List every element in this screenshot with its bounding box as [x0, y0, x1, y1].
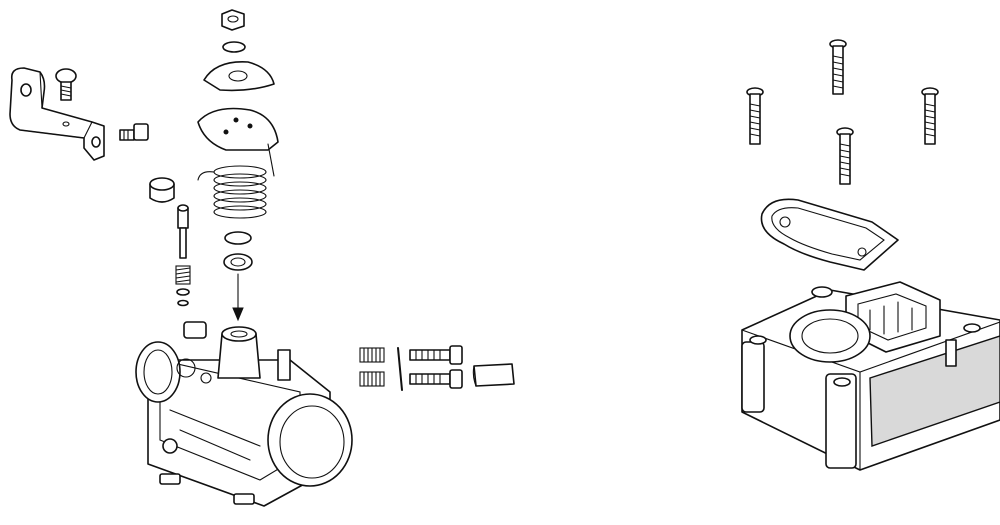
assembly-arrow	[232, 273, 244, 322]
screw-top-center	[829, 39, 847, 95]
cover-gasket	[760, 198, 899, 271]
bracket-screw	[55, 68, 77, 101]
lock-washer	[222, 41, 246, 53]
adjust-screws	[409, 345, 463, 389]
throttle-cam	[203, 61, 275, 92]
small-washer-2	[177, 299, 189, 307]
screw-right	[921, 87, 939, 145]
spacer-washer	[224, 231, 252, 245]
screw-left	[746, 87, 764, 145]
long-screws	[746, 39, 939, 185]
plunger-pin	[177, 204, 189, 259]
shaft-seal	[223, 253, 253, 271]
hex-screw	[119, 123, 149, 141]
mounting-bracket	[9, 67, 105, 161]
small-spring	[175, 265, 191, 285]
filter-plug	[472, 363, 515, 387]
return-spring	[197, 165, 267, 219]
top-nut	[221, 9, 245, 31]
small-washer	[176, 288, 190, 296]
throttle-body-exploded-view	[9, 9, 515, 507]
throttle-body	[135, 321, 353, 507]
dowel-pins	[397, 347, 403, 391]
sensor-housing	[741, 281, 1000, 471]
sensor-housing-exploded-view	[741, 39, 1000, 471]
idle-springs	[359, 347, 385, 387]
sensor-cap	[149, 177, 175, 203]
throttle-lever-plate	[197, 107, 279, 177]
screw-front	[836, 127, 854, 185]
